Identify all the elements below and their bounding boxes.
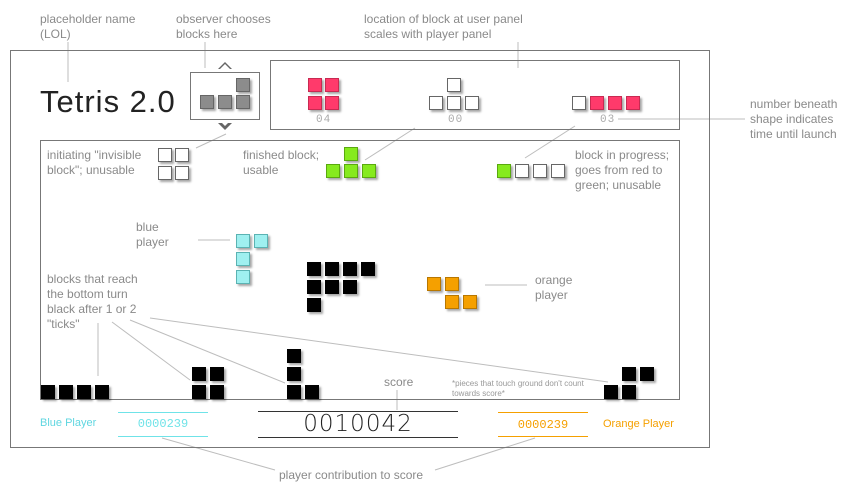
queue-cell [325, 96, 339, 110]
score-bottom-rule [258, 437, 458, 438]
queue-cell [590, 96, 604, 110]
ground-block-cell [287, 349, 301, 363]
queue-timer: 00 [448, 114, 464, 126]
blue-player-cell [254, 234, 268, 248]
progress-block-cell [515, 164, 529, 178]
annotation-finished: finished block; usable [243, 148, 320, 177]
annotation-reach-bottom: blocks that reach the bottom turn black … [47, 272, 138, 331]
ground-block-cell [59, 385, 73, 399]
queue-cell [325, 78, 339, 92]
orange-player-score: 0000239 [517, 418, 569, 432]
ground-block-cell [287, 385, 301, 399]
annotation-number-beneath: number beneath shape indicates time unti… [750, 97, 838, 141]
annotation-observer: observer chooses blocks here [176, 12, 271, 41]
observer-cell [218, 95, 232, 109]
blue-player-score: 0000239 [137, 417, 189, 431]
queue-cell [626, 96, 640, 110]
annotation-invisible: initiating "invisible block"; unusable [47, 148, 142, 177]
blue-player-cell [236, 252, 250, 266]
ground-block-cell [210, 385, 224, 399]
progress-block-cell [533, 164, 547, 178]
orange-score-top-rule [498, 412, 588, 413]
queue-cell [308, 96, 322, 110]
blue-player-label: Blue Player [40, 417, 97, 429]
black-block-cell [325, 262, 339, 276]
black-block-cell [361, 262, 375, 276]
black-block-cell [325, 280, 339, 294]
queue-cell [308, 78, 322, 92]
score-top-rule [258, 411, 458, 412]
ground-block-cell [192, 385, 206, 399]
black-block-cell [343, 280, 357, 294]
ground-block-cell [192, 367, 206, 381]
annotation-blue-player: blue player [136, 220, 169, 249]
orange-player-label: Orange Player [603, 418, 674, 430]
black-block-cell [307, 280, 321, 294]
annotation-placeholder: placeholder name (LOL) [40, 12, 136, 41]
annotation-orange-player: orange player [535, 273, 573, 302]
blue-score-top-rule [118, 412, 208, 413]
observer-chooser[interactable] [190, 72, 260, 120]
queue-cell [608, 96, 622, 110]
invisible-block-cell [175, 148, 189, 162]
main-frame [10, 50, 710, 448]
ground-block-cell [622, 367, 636, 381]
progress-block-cell [551, 164, 565, 178]
ground-block-cell [604, 385, 618, 399]
orange-player-cell [427, 277, 441, 291]
finished-block-cell [362, 164, 376, 178]
queue-timer: 03 [600, 114, 616, 126]
ground-block-cell [95, 385, 109, 399]
blue-player-cell [236, 270, 250, 284]
ground-block-cell [305, 385, 319, 399]
finished-block-cell [326, 164, 340, 178]
play-field [40, 140, 680, 400]
black-block-cell [307, 298, 321, 312]
queue-cell [447, 78, 461, 92]
ground-block-cell [622, 385, 636, 399]
invisible-block-cell [158, 166, 172, 180]
arrow-up-icon[interactable] [218, 62, 232, 69]
invisible-block-cell [175, 166, 189, 180]
finished-block-cell [344, 164, 358, 178]
invisible-block-cell [158, 148, 172, 162]
orange-player-cell [445, 295, 459, 309]
annotation-contribution: player contribution to score [279, 468, 424, 482]
blue-score-bottom-rule [118, 436, 208, 437]
ground-block-cell [210, 367, 224, 381]
queue-timer: 04 [316, 114, 332, 126]
game-title: Tetris 2.0 [40, 84, 176, 119]
observer-cell [200, 95, 214, 109]
annotation-location: location of block at user panel scales w… [364, 12, 523, 41]
annotation-score: score [384, 375, 414, 389]
progress-block-cell [497, 164, 511, 178]
observer-cell [236, 95, 250, 109]
ground-block-cell [640, 367, 654, 381]
queue-cell [465, 96, 479, 110]
queue-panel [270, 60, 680, 130]
queue-cell [429, 96, 443, 110]
annotation-in-progress: block in progress; goes from red to gree… [575, 148, 670, 192]
orange-player-cell [463, 295, 477, 309]
observer-cell [236, 78, 250, 92]
queue-cell [447, 96, 461, 110]
queue-cell [572, 96, 586, 110]
finished-block-cell [344, 147, 358, 161]
blue-player-cell [236, 234, 250, 248]
ground-block-cell [287, 367, 301, 381]
ground-block-cell [77, 385, 91, 399]
total-score: 0010042 [303, 411, 413, 437]
arrow-down-icon[interactable] [218, 121, 232, 130]
orange-player-cell [445, 277, 459, 291]
orange-score-bottom-rule [498, 436, 588, 437]
annotation-ground-note: *pieces that touch ground don't count to… [452, 379, 584, 398]
black-block-cell [307, 262, 321, 276]
ground-block-cell [41, 385, 55, 399]
black-block-cell [343, 262, 357, 276]
